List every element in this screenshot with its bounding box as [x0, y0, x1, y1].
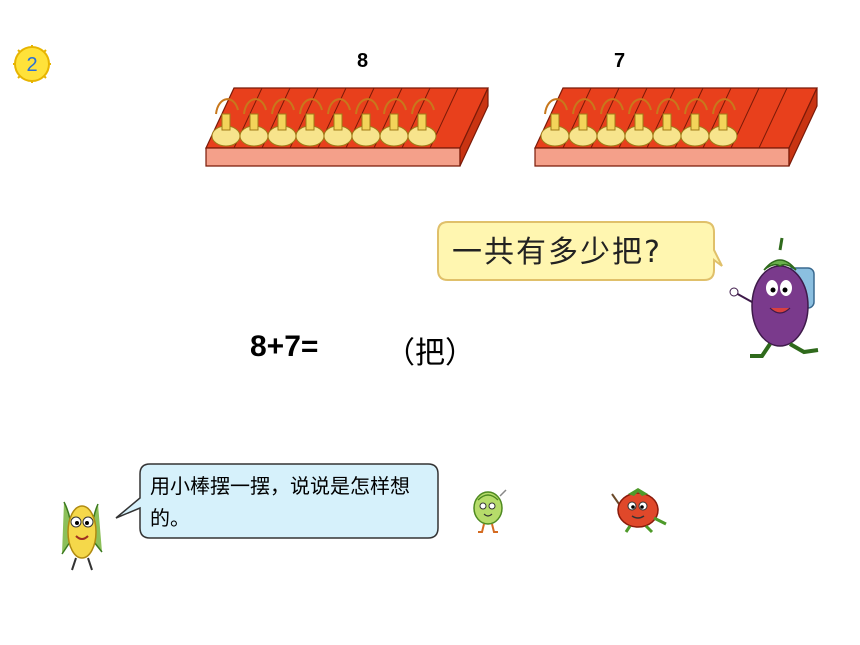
umbrella-tray-2 [533, 84, 823, 174]
hint-text: 用小棒摆一摆，说说是怎样想的。 [150, 474, 410, 530]
tray-count-label-1: 8 [357, 50, 369, 72]
tomato-character-icon [606, 484, 670, 538]
equation-expression: 8+7= [250, 330, 319, 363]
eggplant-character-icon [728, 232, 838, 366]
question-bubble [436, 220, 723, 282]
tray-count-label-2: 7 [614, 50, 626, 72]
question-text: 一共有多少把? [452, 235, 662, 270]
number-badge-icon: 2 [12, 44, 52, 84]
umbrella-tray-1 [204, 84, 494, 174]
badge-number: 2 [26, 54, 37, 76]
corn-character-icon [50, 492, 114, 576]
equation-unit: （把） [385, 336, 475, 371]
cabbage-character-icon [470, 486, 510, 540]
hint-bubble [112, 462, 442, 542]
